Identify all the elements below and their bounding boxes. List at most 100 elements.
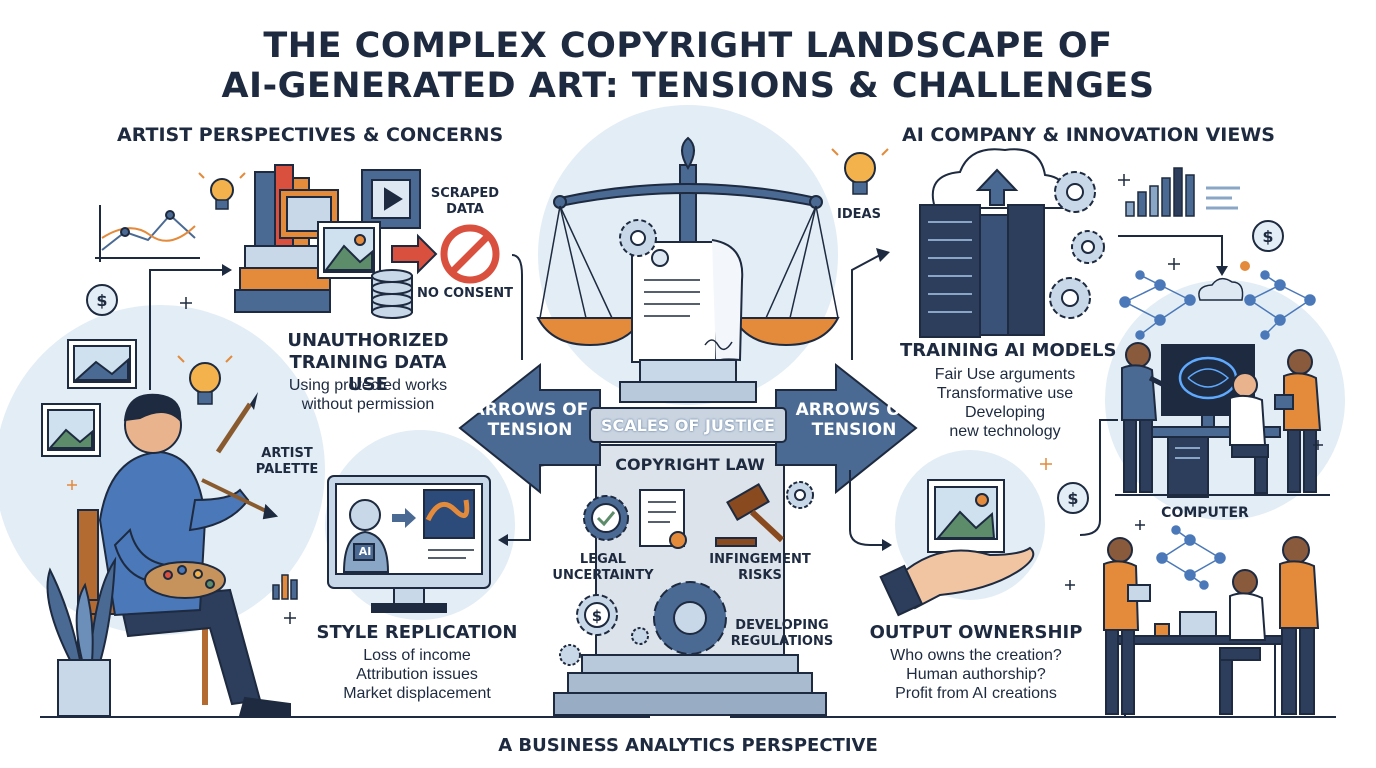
output-ownership-list: Who owns the creation? Human authorship?… [866,646,1086,703]
style-replication-list: Loss of income Attribution issues Market… [312,646,522,703]
ideas-label: IDEAS [837,207,881,222]
gavel-icon [715,482,785,547]
computer-label: COMPUTER [1161,505,1249,521]
svg-text:$: $ [1067,489,1078,508]
small-cloud-icon [1198,277,1244,301]
dollar-coin-icon-right-2: $ [1057,482,1089,514]
style-replication-heading: STYLE REPLICATION [316,622,518,643]
neural-network-icon-2 [1244,270,1316,340]
woman-figure-laptop [1219,569,1267,715]
sparkle-marks [67,174,1323,624]
footer-subtitle: A BUSINESS ANALYTICS PERSPECTIVE [498,735,878,756]
gear-icon-regulations [653,581,727,655]
style-item: Market displacement [343,685,491,702]
pedestal-base [619,359,757,403]
output-image-icon [927,479,1005,553]
server-rack-icon [919,204,1045,338]
man-figure-seated [1229,372,1269,494]
dollar-gear-icon: $ [576,594,618,636]
potted-plant-icon [46,556,117,717]
cloud-upload-icon [931,148,1068,209]
gear-icon-scale [619,219,657,257]
dollar-coin-icon: $ [86,284,118,316]
connector-arrow-computer [1079,419,1118,536]
output-item: Who owns the creation? [890,647,1062,664]
landscape-image-icon [317,221,381,279]
scales-of-justice-label: SCALES OF JUSTICE [601,416,775,435]
unauthorized-training-heading: UNAUTHORIZED TRAINING DATA USE [287,330,449,395]
artist-figure [77,393,291,717]
unauthorized-training-body: Using protected works without permission [288,377,448,413]
wall-picture-icon-1 [67,339,137,389]
copyright-law-pillar [553,444,827,716]
abstract-art-icon [423,489,475,559]
svg-text:$: $ [96,291,107,310]
output-ownership-heading: OUTPUT OWNERSHIP [869,622,1083,643]
lightbulb-icon [177,355,233,405]
film-strip-icon [361,169,421,229]
database-icon [371,269,413,319]
neural-network-icon-3 [1156,525,1226,590]
open-hand-icon [879,546,1035,617]
legal-uncertainty-label: LEGAL UNCERTAINTY [552,552,654,583]
arrows-of-tension-right-label: ARROWS OF TENSION [795,400,913,440]
style-item: Attribution issues [356,666,478,683]
robot-ai-label: AI [358,545,372,558]
infringement-risks-label: INFINGEMENT RISKS [709,552,811,583]
connector-arrow-center-right [851,254,881,360]
gear-icon-tiny [559,627,649,666]
connector-arrow-left-to-center [511,254,523,360]
scraped-data-label: SCRAPED DATA [430,186,500,217]
woman-figure-pointing [1121,342,1172,493]
copyright-law-label: COPYRIGHT LAW [615,455,765,474]
mini-line-chart-icon [95,205,200,262]
wall-picture-icon-2 [41,403,101,457]
ai-company-heading: AI COMPANY & INNOVATION VIEWS [902,124,1275,146]
orange-dot [1240,261,1250,271]
gear-icon-legal [583,495,629,541]
framed-picture-icon [279,189,339,239]
no-consent-label: NO CONSENT [417,286,513,301]
gear-icon-servers [1049,171,1105,319]
training-item: new technology [949,423,1061,440]
legal-document-icon [631,239,744,363]
arrows-of-tension-left-label: ARROWS OF TENSION [471,400,589,440]
gear-icon-small [786,481,814,509]
no-consent-sign-icon [440,224,500,284]
training-ai-models-list: Fair Use arguments Transformative use De… [900,365,1110,441]
computer-desk-icon [1115,426,1330,498]
bar-chart-icon-right [1125,167,1240,217]
connector-arrow-output [849,470,882,546]
neural-network-icon-1 [1119,270,1196,340]
document-icon-center [639,489,687,549]
mini-bar-chart-icon [272,574,298,600]
training-item: Transformative use [936,385,1074,402]
connector-arrow-right-top [1118,235,1223,268]
man-figure-tablet [1274,349,1322,493]
svg-text:$: $ [592,607,602,625]
lightbulb-icon-ideas [831,148,889,195]
developing-regulations-label: DEVELOPING REGULATIONS [730,618,834,649]
man-figure-standing [1279,536,1320,715]
connector-arrow-left-top [149,269,222,390]
style-item: Loss of income [363,647,471,664]
red-arrow-icon [391,233,438,275]
right-arrow-icon [392,508,416,528]
artist-palette-label: ARTIST PALETTE [255,446,319,477]
training-ai-models-heading: TRAINING AI MODELS [900,340,1117,361]
robot-icon [342,499,390,573]
output-item: Profit from AI creations [895,685,1057,702]
dollar-coin-icon-right: $ [1252,220,1284,252]
artist-perspectives-heading: ARTIST PERSPECTIVES & CONCERNS [117,124,504,146]
page-title-line-2: AI-GENERATED ART: TENSIONS & CHALLENGES [221,66,1155,106]
paintbrush-icon [215,392,258,454]
output-item: Human authorship? [906,666,1046,683]
training-item: Developing [964,404,1046,421]
training-item: Fair Use arguments [934,366,1076,383]
page-title-line-1: THE COMPLEX COPYRIGHT LANDSCAPE OF [263,26,1113,66]
scales-banner [589,407,787,443]
lightbulb-icon-small [198,172,246,210]
svg-text:$: $ [1262,227,1273,246]
woman-figure-tablet [1103,537,1151,715]
